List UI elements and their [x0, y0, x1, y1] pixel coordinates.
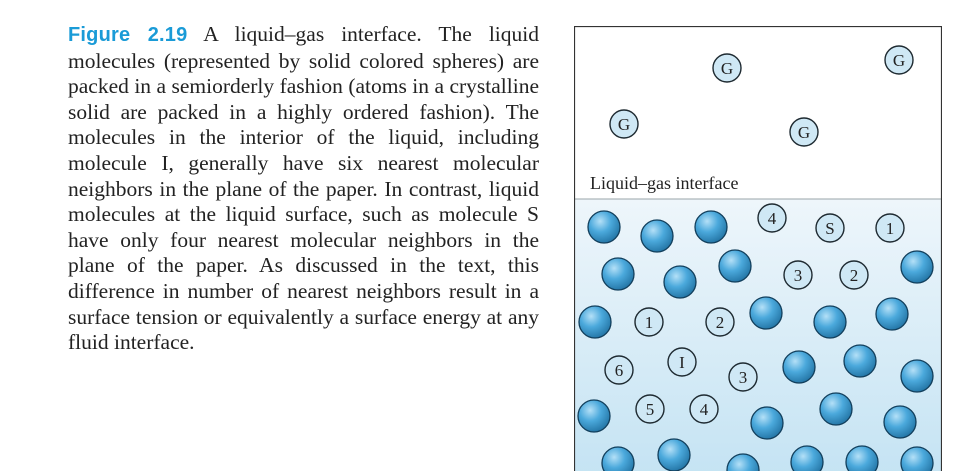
gas-molecule-label: G — [893, 51, 905, 70]
labeled-molecule: 1 — [875, 213, 905, 243]
liquid-molecule — [601, 257, 635, 291]
liquid-molecule — [845, 445, 879, 471]
liquid-molecule — [640, 219, 674, 253]
liquid-molecule — [819, 392, 853, 426]
liquid-molecule — [790, 445, 824, 471]
liquid-molecule — [726, 453, 760, 471]
labeled-molecule-label: 3 — [739, 368, 748, 387]
liquid-molecule — [750, 406, 784, 440]
labeled-molecule-circle — [839, 260, 869, 290]
labeled-molecule-circle — [757, 203, 787, 233]
labeled-molecule: S — [815, 213, 845, 243]
liquid-molecule — [875, 297, 909, 331]
labeled-molecule-circle — [634, 307, 664, 337]
labeled-molecule: 6 — [604, 355, 634, 385]
liquid-molecule — [843, 344, 877, 378]
gas-molecule: G — [609, 109, 639, 139]
labeled-molecule-label: 5 — [646, 400, 655, 419]
labeled-molecule-label: 1 — [886, 219, 895, 238]
labeled-molecule-circle — [875, 213, 905, 243]
labeled-molecule-label: 1 — [645, 313, 654, 332]
labeled-molecule-circle — [728, 362, 758, 392]
labeled-molecule: 2 — [839, 260, 869, 290]
gas-molecule-label: G — [798, 123, 810, 142]
liquid-molecule — [900, 250, 934, 284]
liquid-spheres — [577, 210, 934, 471]
labeled-molecule: 5 — [635, 394, 665, 424]
labeled-molecule-label: 4 — [700, 400, 709, 419]
figure-caption: Figure 2.19 A liquid–gas interface. The … — [68, 22, 539, 356]
gas-region — [574, 26, 942, 199]
labeled-molecule-circle — [783, 260, 813, 290]
labeled-molecule: 4 — [689, 394, 719, 424]
liquid-molecule — [900, 359, 934, 393]
liquid-molecule — [601, 446, 635, 471]
labeled-molecule-circle — [604, 355, 634, 385]
labeled-molecule-label: S — [825, 219, 834, 238]
gas-molecule-circle — [789, 117, 819, 147]
liquid-molecule — [813, 305, 847, 339]
liquid-molecule — [749, 296, 783, 330]
labeled-molecule: 4 — [757, 203, 787, 233]
labeled-molecule: 3 — [728, 362, 758, 392]
liquid-molecule — [657, 438, 691, 471]
gas-molecule-label: G — [721, 59, 733, 78]
liquid-molecule — [883, 405, 917, 439]
gas-molecule-circle — [609, 109, 639, 139]
labeled-molecule: 1 — [634, 307, 664, 337]
labeled-molecule: 3 — [783, 260, 813, 290]
gas-molecule: G — [884, 45, 914, 75]
liquid-molecule — [718, 249, 752, 283]
gas-molecules: G G G G — [609, 45, 914, 147]
labeled-molecule-label: I — [679, 353, 685, 372]
labeled-molecule-circle — [689, 394, 719, 424]
gas-molecule: G — [712, 53, 742, 83]
labeled-molecule-label: 2 — [716, 313, 725, 332]
liquid-molecule — [578, 305, 612, 339]
labeled-molecule-circle — [815, 213, 845, 243]
labeled-molecule-label: 3 — [794, 266, 803, 285]
labeled-molecule-label: 4 — [768, 209, 777, 228]
labeled-molecule-label: 6 — [615, 361, 624, 380]
interface-label: Liquid–gas interface — [590, 173, 738, 193]
figure-label: Figure 2.19 — [68, 24, 188, 46]
liquid-molecule — [577, 399, 611, 433]
gas-molecule: G — [789, 117, 819, 147]
liquid-molecule — [782, 350, 816, 384]
gas-molecule-circle — [712, 53, 742, 83]
liquid-molecule — [663, 265, 697, 299]
gas-molecule-label: G — [618, 115, 630, 134]
labeled-molecule: I — [667, 347, 697, 377]
labeled-molecule-circle — [635, 394, 665, 424]
labeled-molecule-label: 2 — [850, 266, 859, 285]
gas-molecule-circle — [884, 45, 914, 75]
liquid-molecule — [587, 210, 621, 244]
labeled-molecule-circle — [705, 307, 735, 337]
labeled-molecule: 2 — [705, 307, 735, 337]
liquid-molecule — [900, 446, 934, 471]
caption-text: A liquid–gas interface. The liquid molec… — [68, 22, 539, 355]
liquid-molecule — [694, 210, 728, 244]
labeled-molecule-circle — [667, 347, 697, 377]
